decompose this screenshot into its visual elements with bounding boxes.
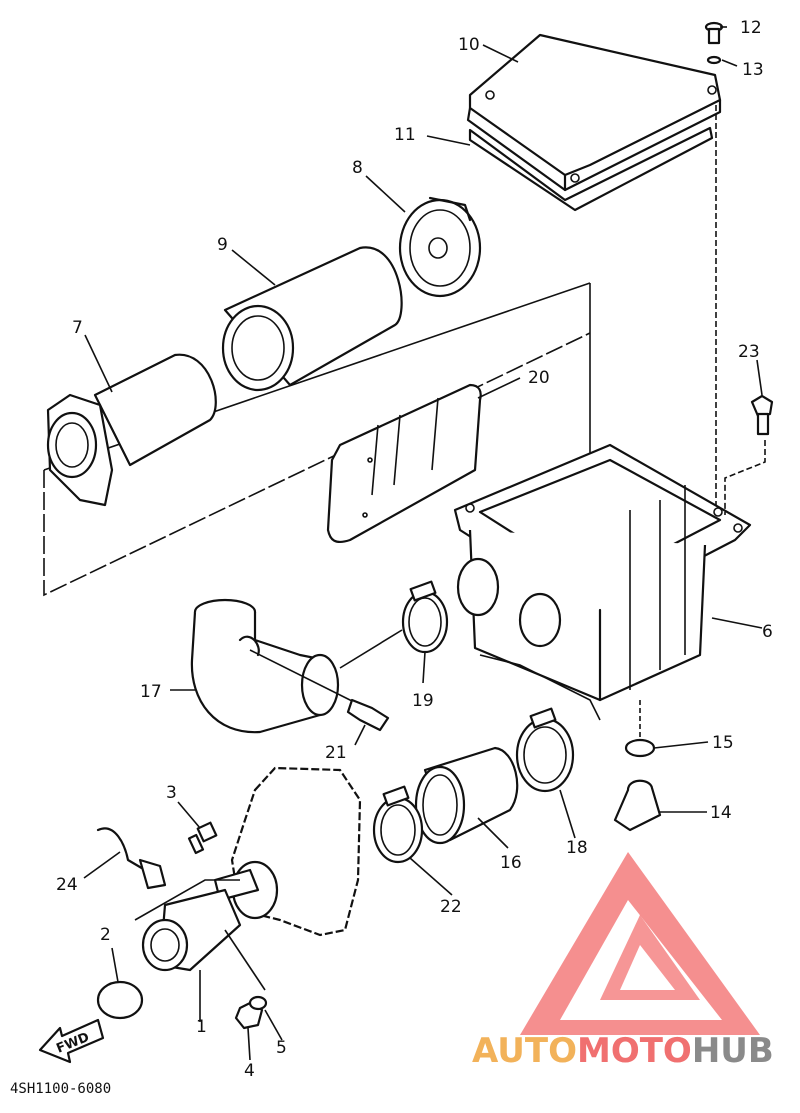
label-16: 16 [500, 853, 522, 873]
hose-end [624, 700, 656, 758]
label-17: 17 [140, 682, 162, 702]
case-bolt [724, 394, 774, 515]
label-8: 8 [352, 158, 363, 178]
elbow-joint [190, 598, 340, 734]
seal-plate [326, 383, 482, 544]
label-21: 21 [325, 743, 347, 763]
part-number-labels: 10 11 12 13 8 9 7 23 20 6 17 19 21 15 14… [56, 18, 773, 1081]
label-15: 15 [712, 733, 734, 753]
label-23: 23 [738, 342, 760, 362]
airbox-cover [466, 33, 722, 192]
diagram-code: 4SH1100-6080 [10, 1081, 111, 1097]
label-19: 19 [412, 691, 434, 711]
watermark-logo [520, 852, 760, 1035]
label-2: 2 [100, 925, 111, 945]
cover-seal [468, 126, 714, 212]
element-cap [398, 196, 482, 298]
airbox-case [453, 443, 752, 702]
drain-plug [249, 649, 390, 732]
clamp-18 [515, 707, 575, 793]
watermark-auto: AUTO [472, 1031, 577, 1071]
label-13: 13 [742, 60, 764, 80]
foam-element [221, 246, 403, 392]
watermark-moto: MOTO [577, 1031, 692, 1071]
watermark-hub: HUB [692, 1031, 774, 1071]
label-3: 3 [166, 783, 177, 803]
label-6: 6 [762, 622, 773, 642]
leader-lines [83, 26, 763, 1061]
label-4: 4 [244, 1061, 255, 1081]
carburetor-joint [134, 879, 242, 972]
fwd-arrow-icon: FWD [38, 1018, 105, 1064]
clamp-22 [372, 785, 424, 864]
joint-washer [248, 995, 268, 1011]
watermark-text: AUTOMOTOHUB [472, 1031, 774, 1071]
label-5: 5 [276, 1038, 287, 1058]
label-18: 18 [566, 838, 588, 858]
label-7: 7 [72, 318, 83, 338]
joint-gasket [96, 980, 144, 1020]
joint-screw [187, 821, 218, 855]
label-20: 20 [528, 368, 550, 388]
label-11: 11 [394, 125, 416, 145]
breather-wire [96, 827, 167, 890]
label-14: 14 [710, 803, 732, 823]
label-12: 12 [740, 18, 762, 38]
clamp-19 [401, 580, 449, 654]
cover-screw [704, 21, 724, 45]
svg-text:AUTOMOTOHUB: AUTOMOTOHUB [472, 1031, 774, 1071]
drain-cap [613, 779, 662, 832]
screw-washer [706, 55, 722, 65]
label-9: 9 [217, 235, 228, 255]
carburetor [213, 766, 362, 937]
label-24: 24 [56, 875, 78, 895]
label-10: 10 [458, 35, 480, 55]
element-guide [46, 353, 217, 507]
air-duct [414, 746, 519, 845]
label-1: 1 [196, 1017, 207, 1037]
label-22: 22 [440, 897, 462, 917]
